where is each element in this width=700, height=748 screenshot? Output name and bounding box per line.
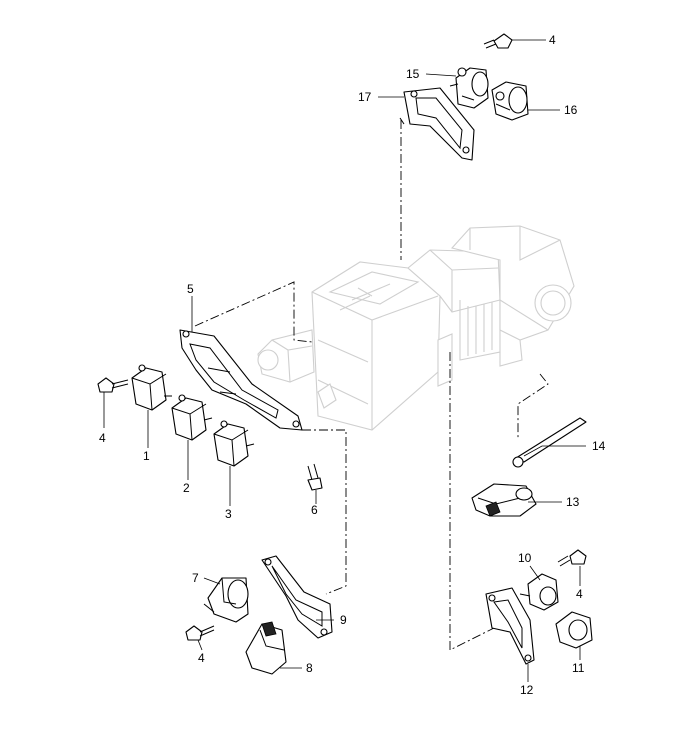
callout-8: 8 [306,661,313,675]
callout-16: 16 [564,103,578,117]
callout-4-right: 4 [576,587,583,601]
bracket-part-9 [261,555,333,639]
callout-12: 12 [520,683,534,697]
callout-6: 6 [311,503,318,517]
screw-part-4-top [483,33,513,49]
callout-5: 5 [187,282,194,296]
bracket-part-12 [485,587,535,665]
callout-4-top: 4 [549,33,556,47]
actuator-part-13 [471,483,537,517]
actuator-part-10 [519,573,559,611]
screw-part-4-left [97,377,129,393]
callout-2: 2 [183,481,190,495]
callout-14: 14 [592,439,606,453]
callout-labels: 4 15 17 16 5 4 1 2 3 6 14 13 10 4 11 12 … [99,33,606,697]
callout-15: 15 [406,67,420,81]
actuator-part-2 [171,394,213,441]
callout-4-bottom-left: 4 [198,651,205,665]
callout-17: 17 [358,90,372,104]
actuator-part-8 [245,621,287,675]
callout-11: 11 [572,661,585,675]
bracket-part-17 [399,87,475,161]
shaft-part-14 [512,417,587,468]
callout-3: 3 [225,507,232,521]
actuator-part-7 [203,577,249,623]
actuator-part-16 [491,81,529,121]
screw-part-4-right [557,549,587,567]
screw-part-6 [307,463,323,491]
actuator-part-15 [449,67,489,109]
callout-10: 10 [518,551,532,565]
callout-1: 1 [143,449,150,463]
callout-13: 13 [566,495,580,509]
callout-4-left: 4 [99,431,106,445]
leader-lines [103,39,586,682]
bracket-part-5 [179,329,303,431]
screw-part-4-bottom-left [185,625,215,641]
callout-9: 9 [340,613,347,627]
assembly-lines [194,120,549,651]
heater-housing-ghost [257,225,575,431]
callout-7: 7 [192,571,199,585]
actuator-part-3 [213,420,255,467]
actuator-part-1 [131,364,172,411]
actuator-part-11 [555,611,593,649]
